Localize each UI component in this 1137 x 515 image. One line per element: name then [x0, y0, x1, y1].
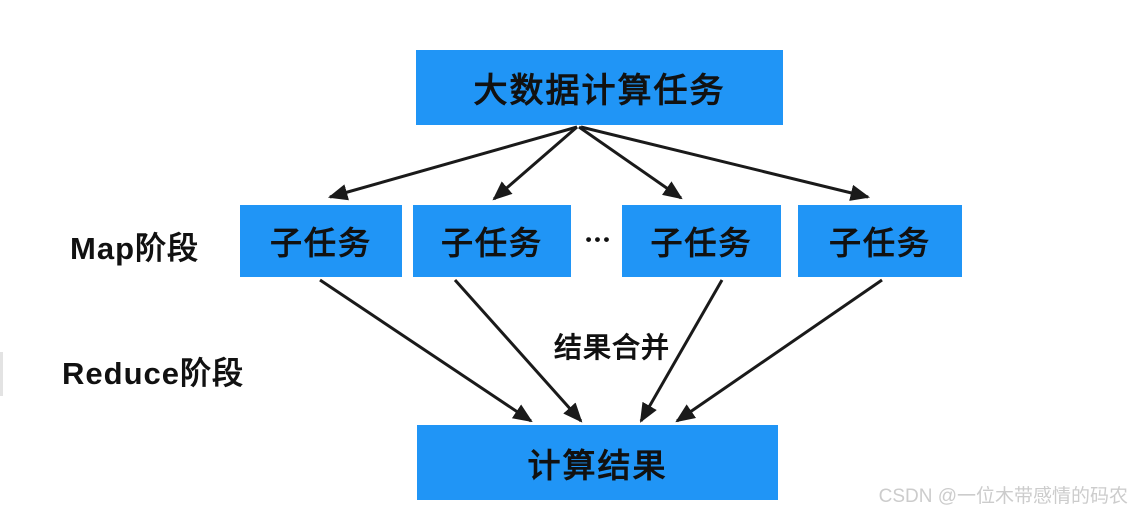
flow-arrow	[319, 278, 533, 423]
merge-results-label: 结果合并	[553, 332, 670, 363]
flow-arrow	[675, 278, 883, 423]
subtask-node-3: 子任务	[622, 205, 781, 277]
map-phase-label: Map阶段	[70, 231, 199, 266]
flow-arrow	[327, 125, 578, 201]
reduce-phase-label: Reduce阶段	[62, 356, 244, 391]
flow-arrow	[580, 125, 871, 201]
left-edge-artifact	[0, 352, 3, 396]
subtask-ellipsis: •••	[585, 230, 613, 249]
subtask-node-2: 子任务	[413, 205, 571, 277]
csdn-watermark: CSDN @一位木带感情的码农	[878, 486, 1128, 507]
flow-arrow	[578, 125, 683, 200]
result-node: 计算结果	[417, 425, 778, 500]
subtask-node-1: 子任务	[240, 205, 402, 277]
flow-arrow	[492, 125, 578, 201]
subtask-node-4: 子任务	[798, 205, 962, 277]
root-task-node: 大数据计算任务	[416, 50, 783, 125]
